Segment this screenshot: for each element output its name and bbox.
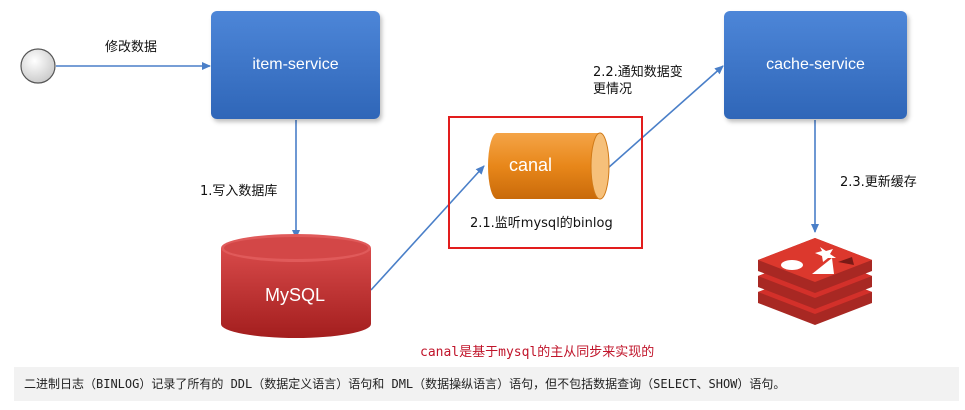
canal-note: canal是基于mysql的主从同步来实现的 [420, 345, 655, 360]
item-service-node: item-service [211, 11, 380, 119]
start-circle-icon [20, 48, 56, 84]
canal-highlight-frame [448, 116, 643, 249]
canal-cylinder [488, 132, 610, 200]
binlog-footnote: 二进制日志（BINLOG）记录了所有的 DDL（数据定义语言）语句和 DML（数… [14, 367, 959, 401]
redis-logo-icon [758, 238, 872, 325]
label-modify-data: 修改数据 [105, 40, 158, 55]
mysql-cylinder [221, 234, 371, 338]
label-listen-binlog: 2.1.监听mysql的binlog [470, 216, 613, 231]
cache-service-node: cache-service [724, 11, 907, 119]
arrow-binlog [370, 165, 485, 291]
canal-label: canal [509, 155, 553, 175]
label-update-cache: 2.3.更新缓存 [840, 175, 917, 190]
label-notify-line1: 2.2.通知数据变 [593, 65, 683, 80]
label-notify-line2: 更情况 [593, 82, 633, 97]
mysql-label: MySQL [265, 285, 326, 305]
arrow-notify [607, 65, 724, 169]
cache-service-label: cache-service [766, 56, 865, 73]
label-write-db: 1.写入数据库 [200, 184, 278, 199]
item-service-label: item-service [252, 56, 339, 73]
